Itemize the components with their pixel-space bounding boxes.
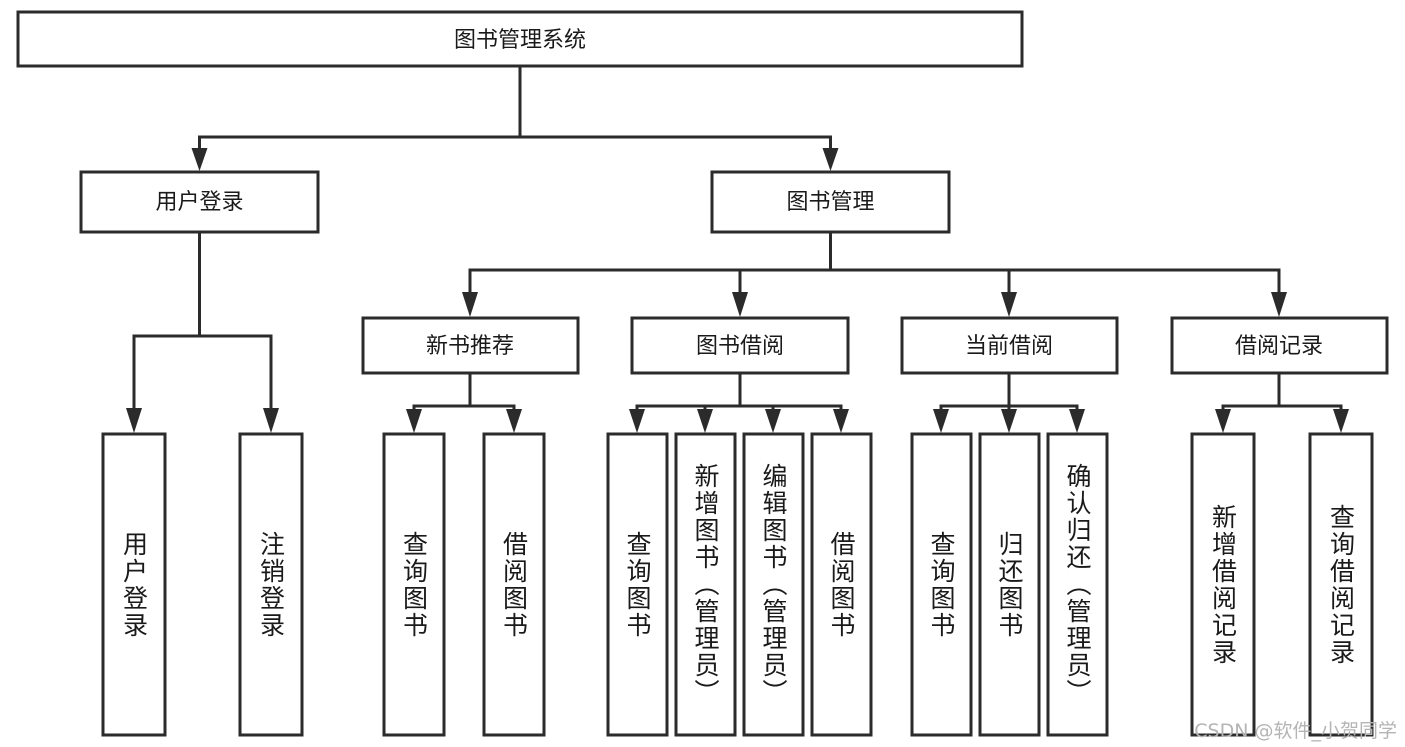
node-root-label: 图书管理系统 (454, 28, 586, 53)
node-new-book-recommend[interactable]: 新书推荐 (361, 316, 580, 375)
arrow-bookmgmt-to-record (1271, 292, 1287, 317)
node-new-book-recommend-label: 新书推荐 (426, 334, 514, 359)
arrow-borrow-leaf2 (697, 409, 713, 433)
node-borrow-record[interactable]: 借阅记录 (1170, 316, 1389, 375)
leaf-box-borrow-book-newbook[interactable] (482, 432, 546, 737)
leaf-box-query-book-borrow[interactable] (606, 432, 669, 737)
arrow-current-leaf3 (1069, 409, 1085, 433)
leaf-box-confirm-return-admin[interactable] (1046, 432, 1109, 737)
arrow-current-leaf1 (933, 409, 949, 433)
arrow-root-to-user-login (191, 148, 208, 171)
arrow-record-leaf2 (1333, 409, 1349, 433)
node-current-borrow-label: 当前借阅 (965, 334, 1053, 359)
node-borrow-record-label: 借阅记录 (1235, 334, 1323, 359)
arrow-root-to-book-mgmt (822, 148, 839, 171)
node-book-borrow-label: 图书借阅 (696, 334, 784, 359)
node-book-management[interactable]: 图书管理 (710, 170, 951, 234)
connectors-group (126, 64, 1349, 433)
leaf-box-return-book[interactable] (978, 432, 1041, 737)
leaf-box-add-borrow-record[interactable] (1190, 432, 1256, 737)
node-new-book-recommend-box[interactable] (361, 316, 580, 375)
node-current-borrow-box[interactable] (900, 316, 1119, 375)
leaf-box-query-borrow-record[interactable] (1308, 432, 1374, 737)
leaf-box-query-book-newbook[interactable] (382, 432, 446, 737)
node-user-login[interactable]: 用户登录 (79, 170, 320, 234)
arrow-userlogin-leaf1 (126, 408, 142, 433)
node-book-borrow[interactable]: 图书借阅 (630, 316, 850, 375)
arrow-bookmgmt-to-borrow (732, 292, 748, 317)
arrow-bookmgmt-to-current (1001, 292, 1017, 317)
arrow-borrow-leaf3 (765, 409, 781, 433)
arrow-userlogin-leaf2 (263, 408, 279, 433)
arrow-newbook-leaf1 (406, 409, 422, 433)
leaf-box-user-login[interactable] (101, 432, 167, 737)
arrow-bookmgmt-to-newbook (462, 292, 478, 317)
leaf-boxes-group (101, 432, 1374, 737)
leaf-box-query-book-current[interactable] (910, 432, 973, 737)
leaf-box-edit-book-admin[interactable] (742, 432, 805, 737)
arrow-borrow-leaf4 (833, 409, 849, 433)
arrow-current-leaf2 (1001, 409, 1017, 433)
node-current-borrow[interactable]: 当前借阅 (900, 316, 1119, 375)
arrow-newbook-leaf2 (506, 409, 522, 433)
arrow-borrow-leaf1 (629, 409, 645, 433)
node-user-login-box[interactable] (79, 170, 320, 234)
leaf-box-add-book-admin[interactable] (674, 432, 737, 737)
node-borrow-record-box[interactable] (1170, 316, 1389, 375)
arrow-record-leaf1 (1215, 409, 1231, 433)
leaf-box-borrow-book[interactable] (810, 432, 873, 737)
node-book-management-label: 图书管理 (786, 190, 874, 215)
node-book-management-box[interactable] (710, 170, 951, 234)
csdn-watermark: CSDN @软件_小贺同学 (1194, 720, 1397, 742)
node-book-borrow-box[interactable] (630, 316, 850, 375)
node-root-box[interactable] (16, 10, 1024, 68)
leaf-box-logout[interactable] (238, 432, 304, 737)
node-root[interactable]: 图书管理系统 (16, 10, 1024, 68)
node-user-login-label: 用户登录 (155, 190, 243, 215)
